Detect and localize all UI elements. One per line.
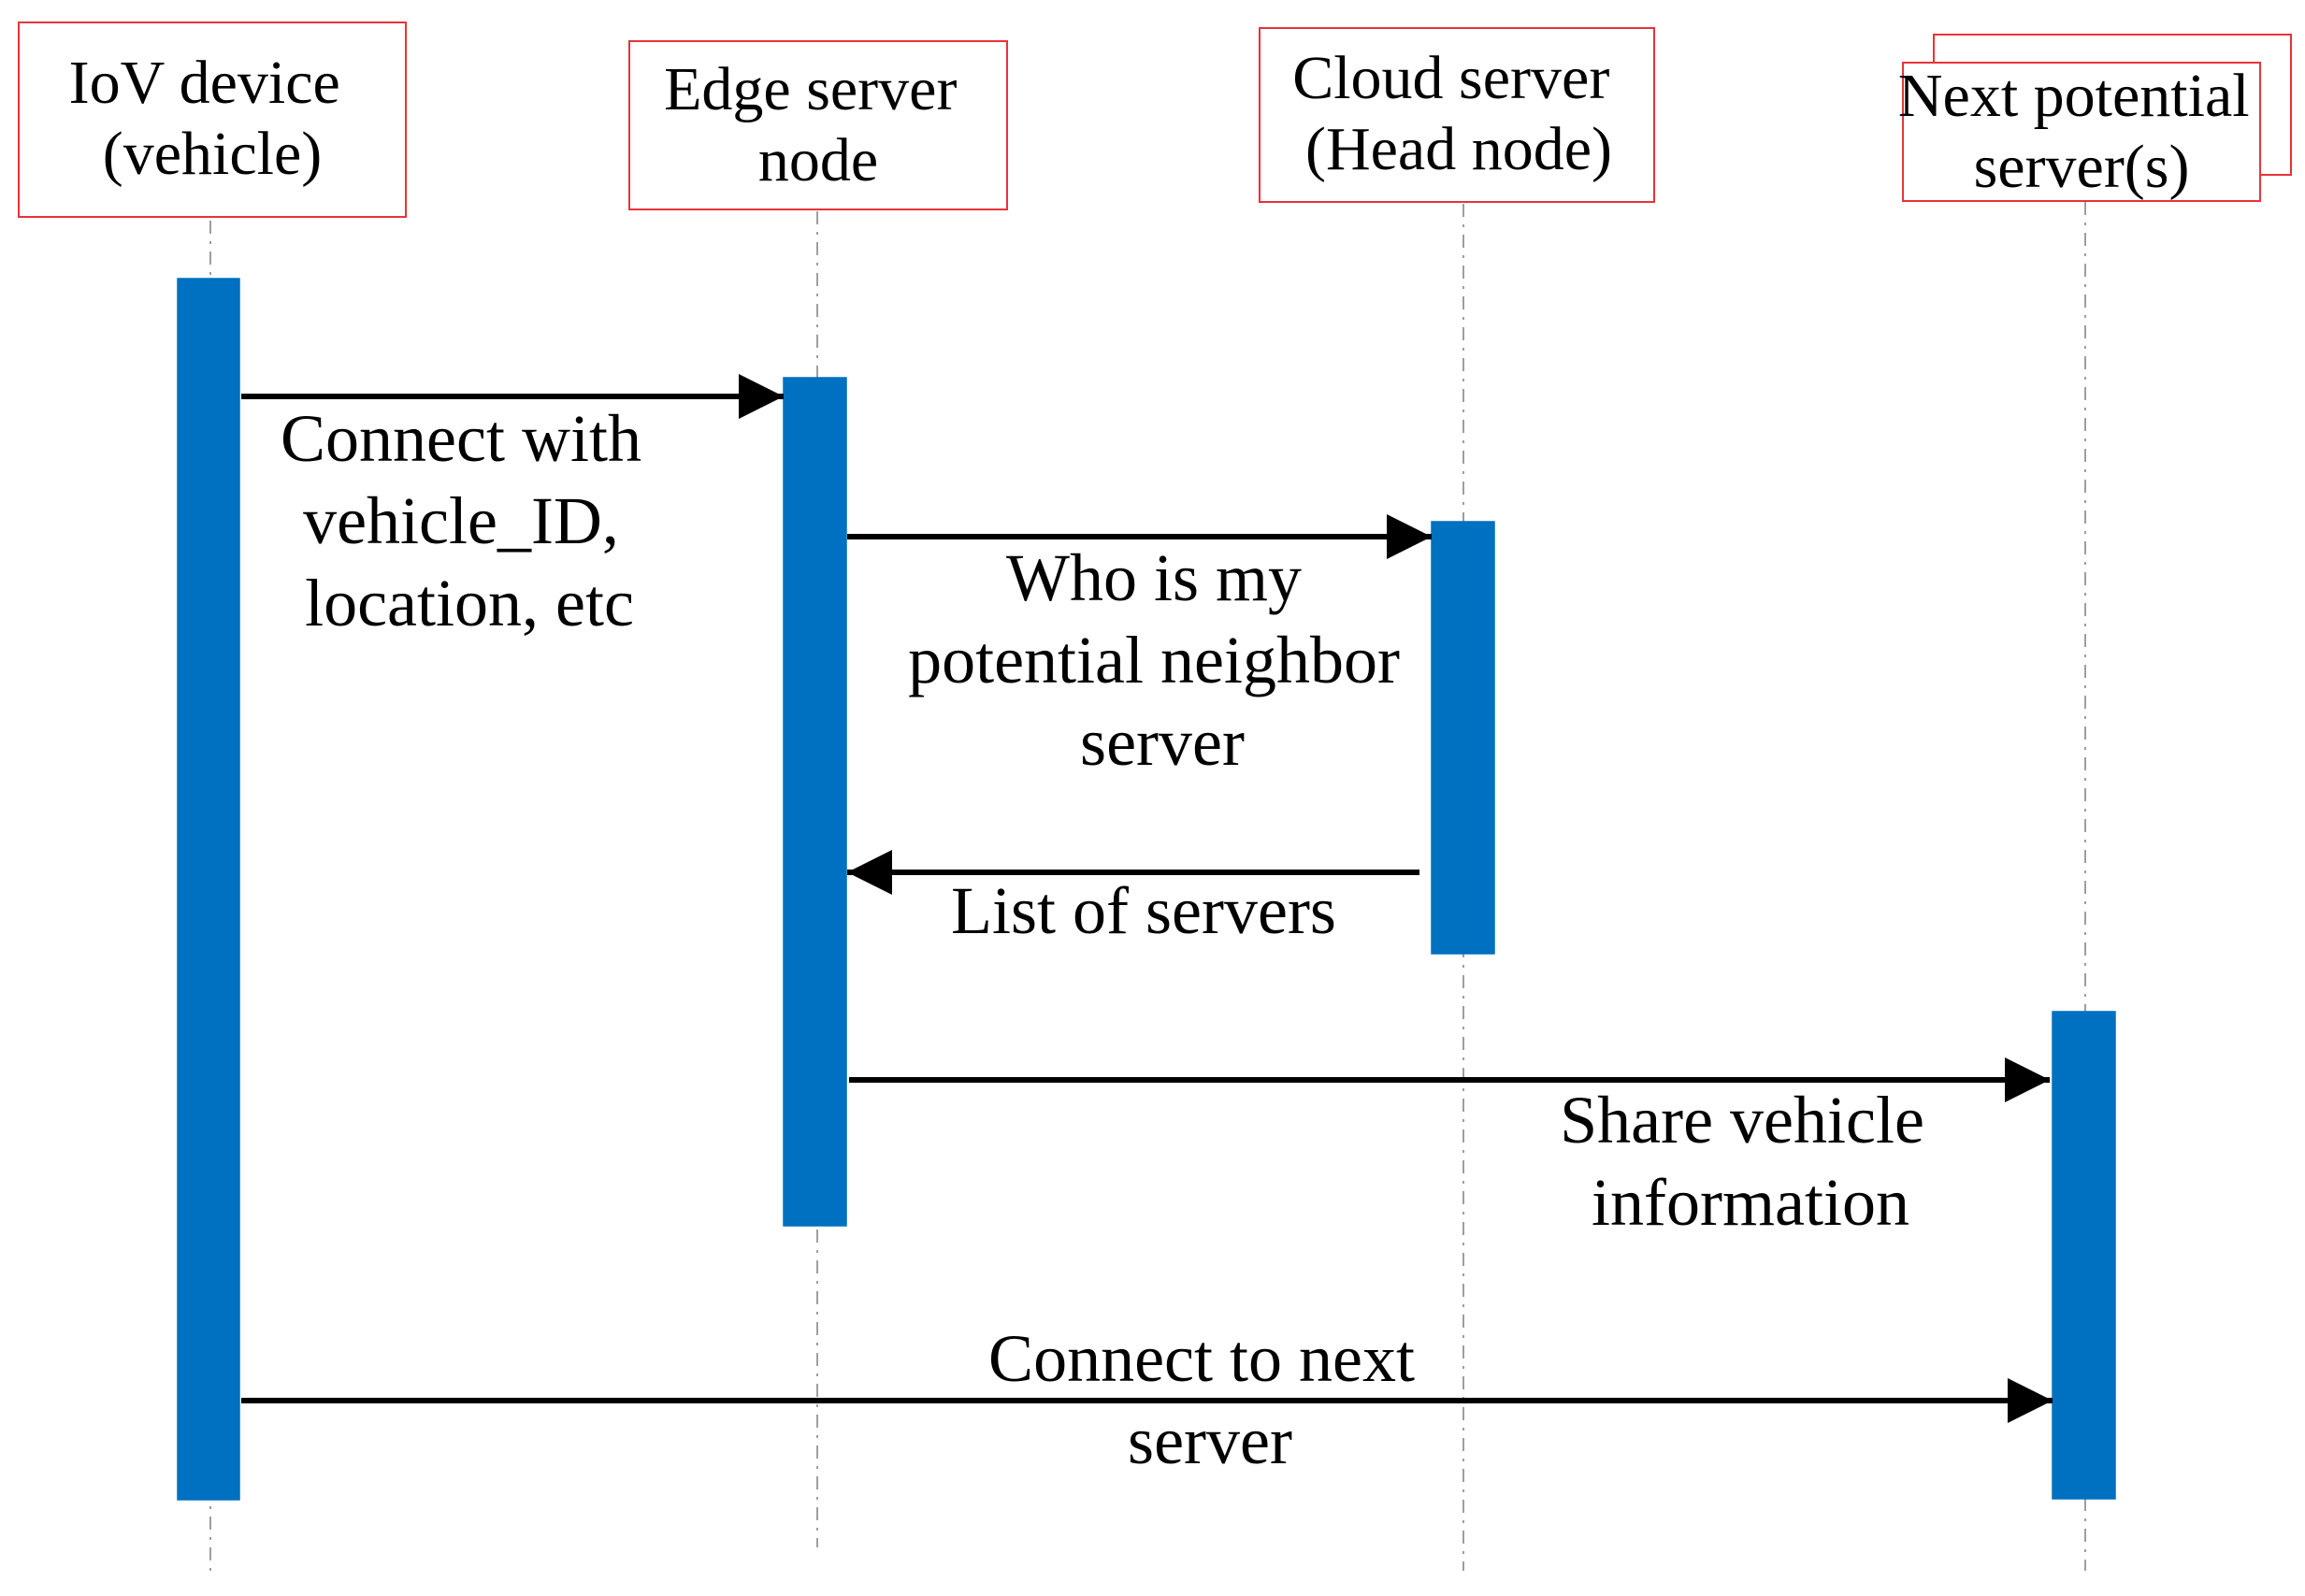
participant-label-cloud-server: Cloud server (Head node) [1292,44,1625,183]
activation-edge-server [783,377,847,1227]
participant-box-next-server [1902,62,2261,202]
activation-iov-device [177,278,240,1501]
participant-box-cloud-server [1259,27,1655,203]
participant-box-edge-server [628,40,1008,210]
message-label-share-info: Share vehicle information [1560,1083,1941,1240]
participant-label-next-server: Next potential server(s) [1898,62,2265,201]
participant-label-iov-device: IoV device (vehicle) [69,49,356,188]
message-label-list-servers: List of servers [951,873,1336,948]
participant-box-iov-device [18,22,407,218]
participant-label-edge-server: Edge server node [664,55,972,194]
activation-cloud-server [1431,521,1495,955]
message-label-connect-edge: Connect with vehicle_ID, location, etc [281,401,658,640]
message-label-connect-next: Connect to next server [988,1321,1432,1478]
message-label-query-cloud: Who is my potential neighbor server [908,540,1417,780]
activation-next-server [2052,1011,2116,1500]
